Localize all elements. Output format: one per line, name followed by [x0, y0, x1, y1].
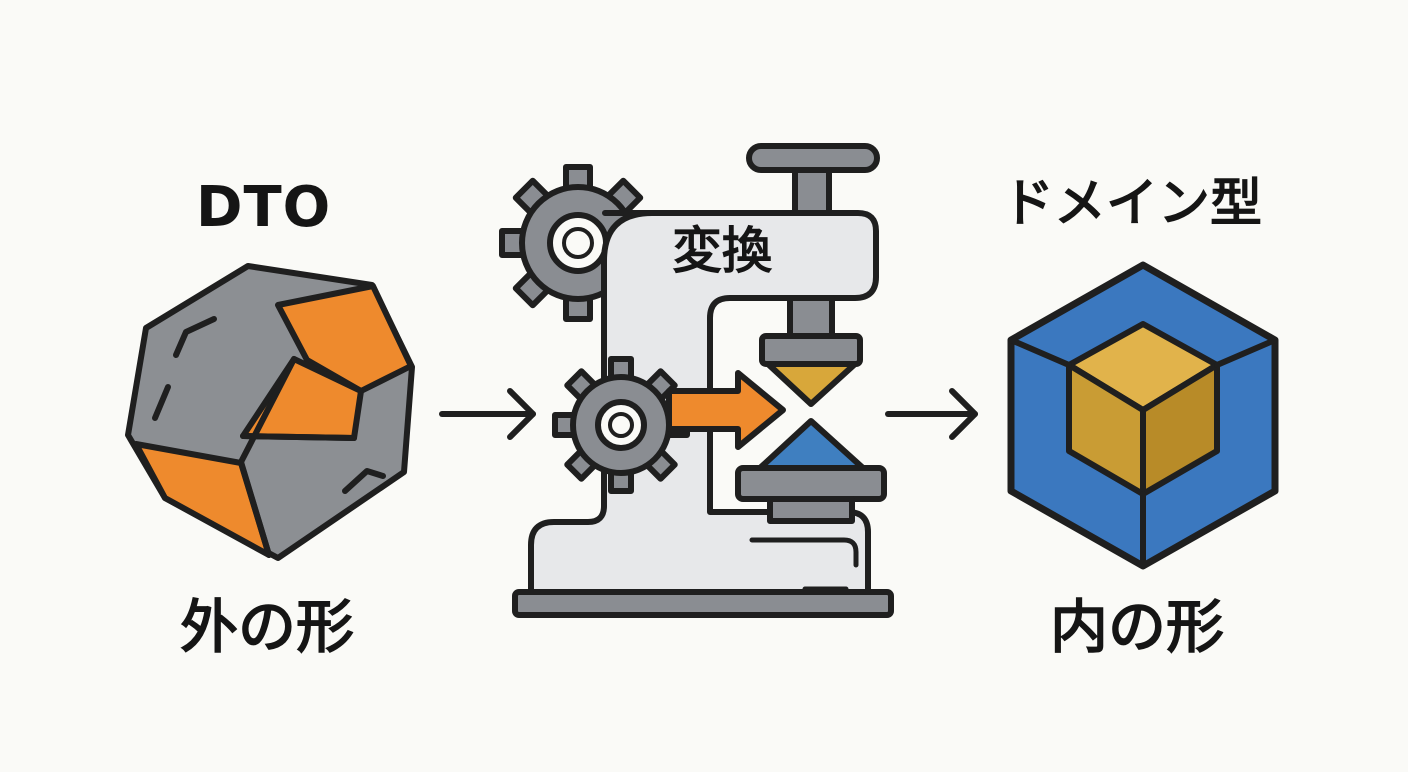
- nested-cube-icon: [1007, 261, 1279, 570]
- outer-shape-caption: 外の形: [180, 593, 355, 661]
- arrow-right-icon: [666, 370, 786, 450]
- transform-label: 変換: [672, 222, 772, 280]
- irregular-rock-icon: [125, 263, 415, 561]
- arrow-right-icon: [439, 388, 536, 440]
- domain-type-title: ドメイン型: [1002, 174, 1263, 234]
- arrow-right-icon: [885, 388, 978, 440]
- dto-title: DTO: [196, 175, 332, 240]
- inner-shape-caption: 内の形: [1050, 593, 1225, 661]
- gear-icon: [552, 356, 690, 494]
